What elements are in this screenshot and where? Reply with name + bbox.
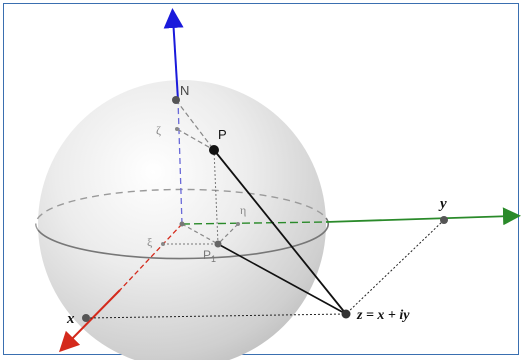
- xi-point: [161, 242, 165, 246]
- y-axis-inner: [181, 221, 327, 225]
- z-axis-inner: [177, 99, 183, 225]
- p1-point: [214, 240, 222, 248]
- x-axis-label: x: [66, 311, 75, 327]
- xi-label: ξ: [147, 235, 153, 249]
- n-to-p-dashed: [175, 99, 215, 151]
- eta-to-p1-dashed: [217, 223, 239, 245]
- x-to-z-dotted: [85, 313, 347, 319]
- north-label: N: [180, 83, 189, 98]
- p-to-z-line: [213, 149, 347, 315]
- x-axis-inner: [119, 223, 183, 291]
- p1-label: P1: [203, 248, 216, 264]
- y-to-z-dotted: [345, 219, 445, 315]
- p1-to-z-line: [217, 243, 347, 315]
- origin-point: [179, 221, 185, 227]
- y-axis-label: y: [438, 196, 447, 212]
- x-point: [82, 314, 90, 322]
- zeta-point: [175, 127, 179, 131]
- x-axis: [58, 289, 121, 353]
- zeta-to-p-dashed: [176, 128, 215, 151]
- point-label: P: [218, 127, 227, 142]
- p-point: [209, 145, 219, 155]
- equator-front: [37, 217, 329, 260]
- eta-point: [236, 222, 240, 226]
- zeta-label: ζ: [156, 123, 161, 137]
- equator-back: [35, 188, 327, 231]
- z-axis: [163, 8, 184, 101]
- z-point: [341, 309, 351, 319]
- north-pole-point: [172, 96, 180, 104]
- z-point-label: z = x + iy: [356, 308, 410, 323]
- y-axis: [325, 207, 521, 226]
- eta-label: η: [240, 203, 246, 217]
- y-point: [440, 216, 448, 224]
